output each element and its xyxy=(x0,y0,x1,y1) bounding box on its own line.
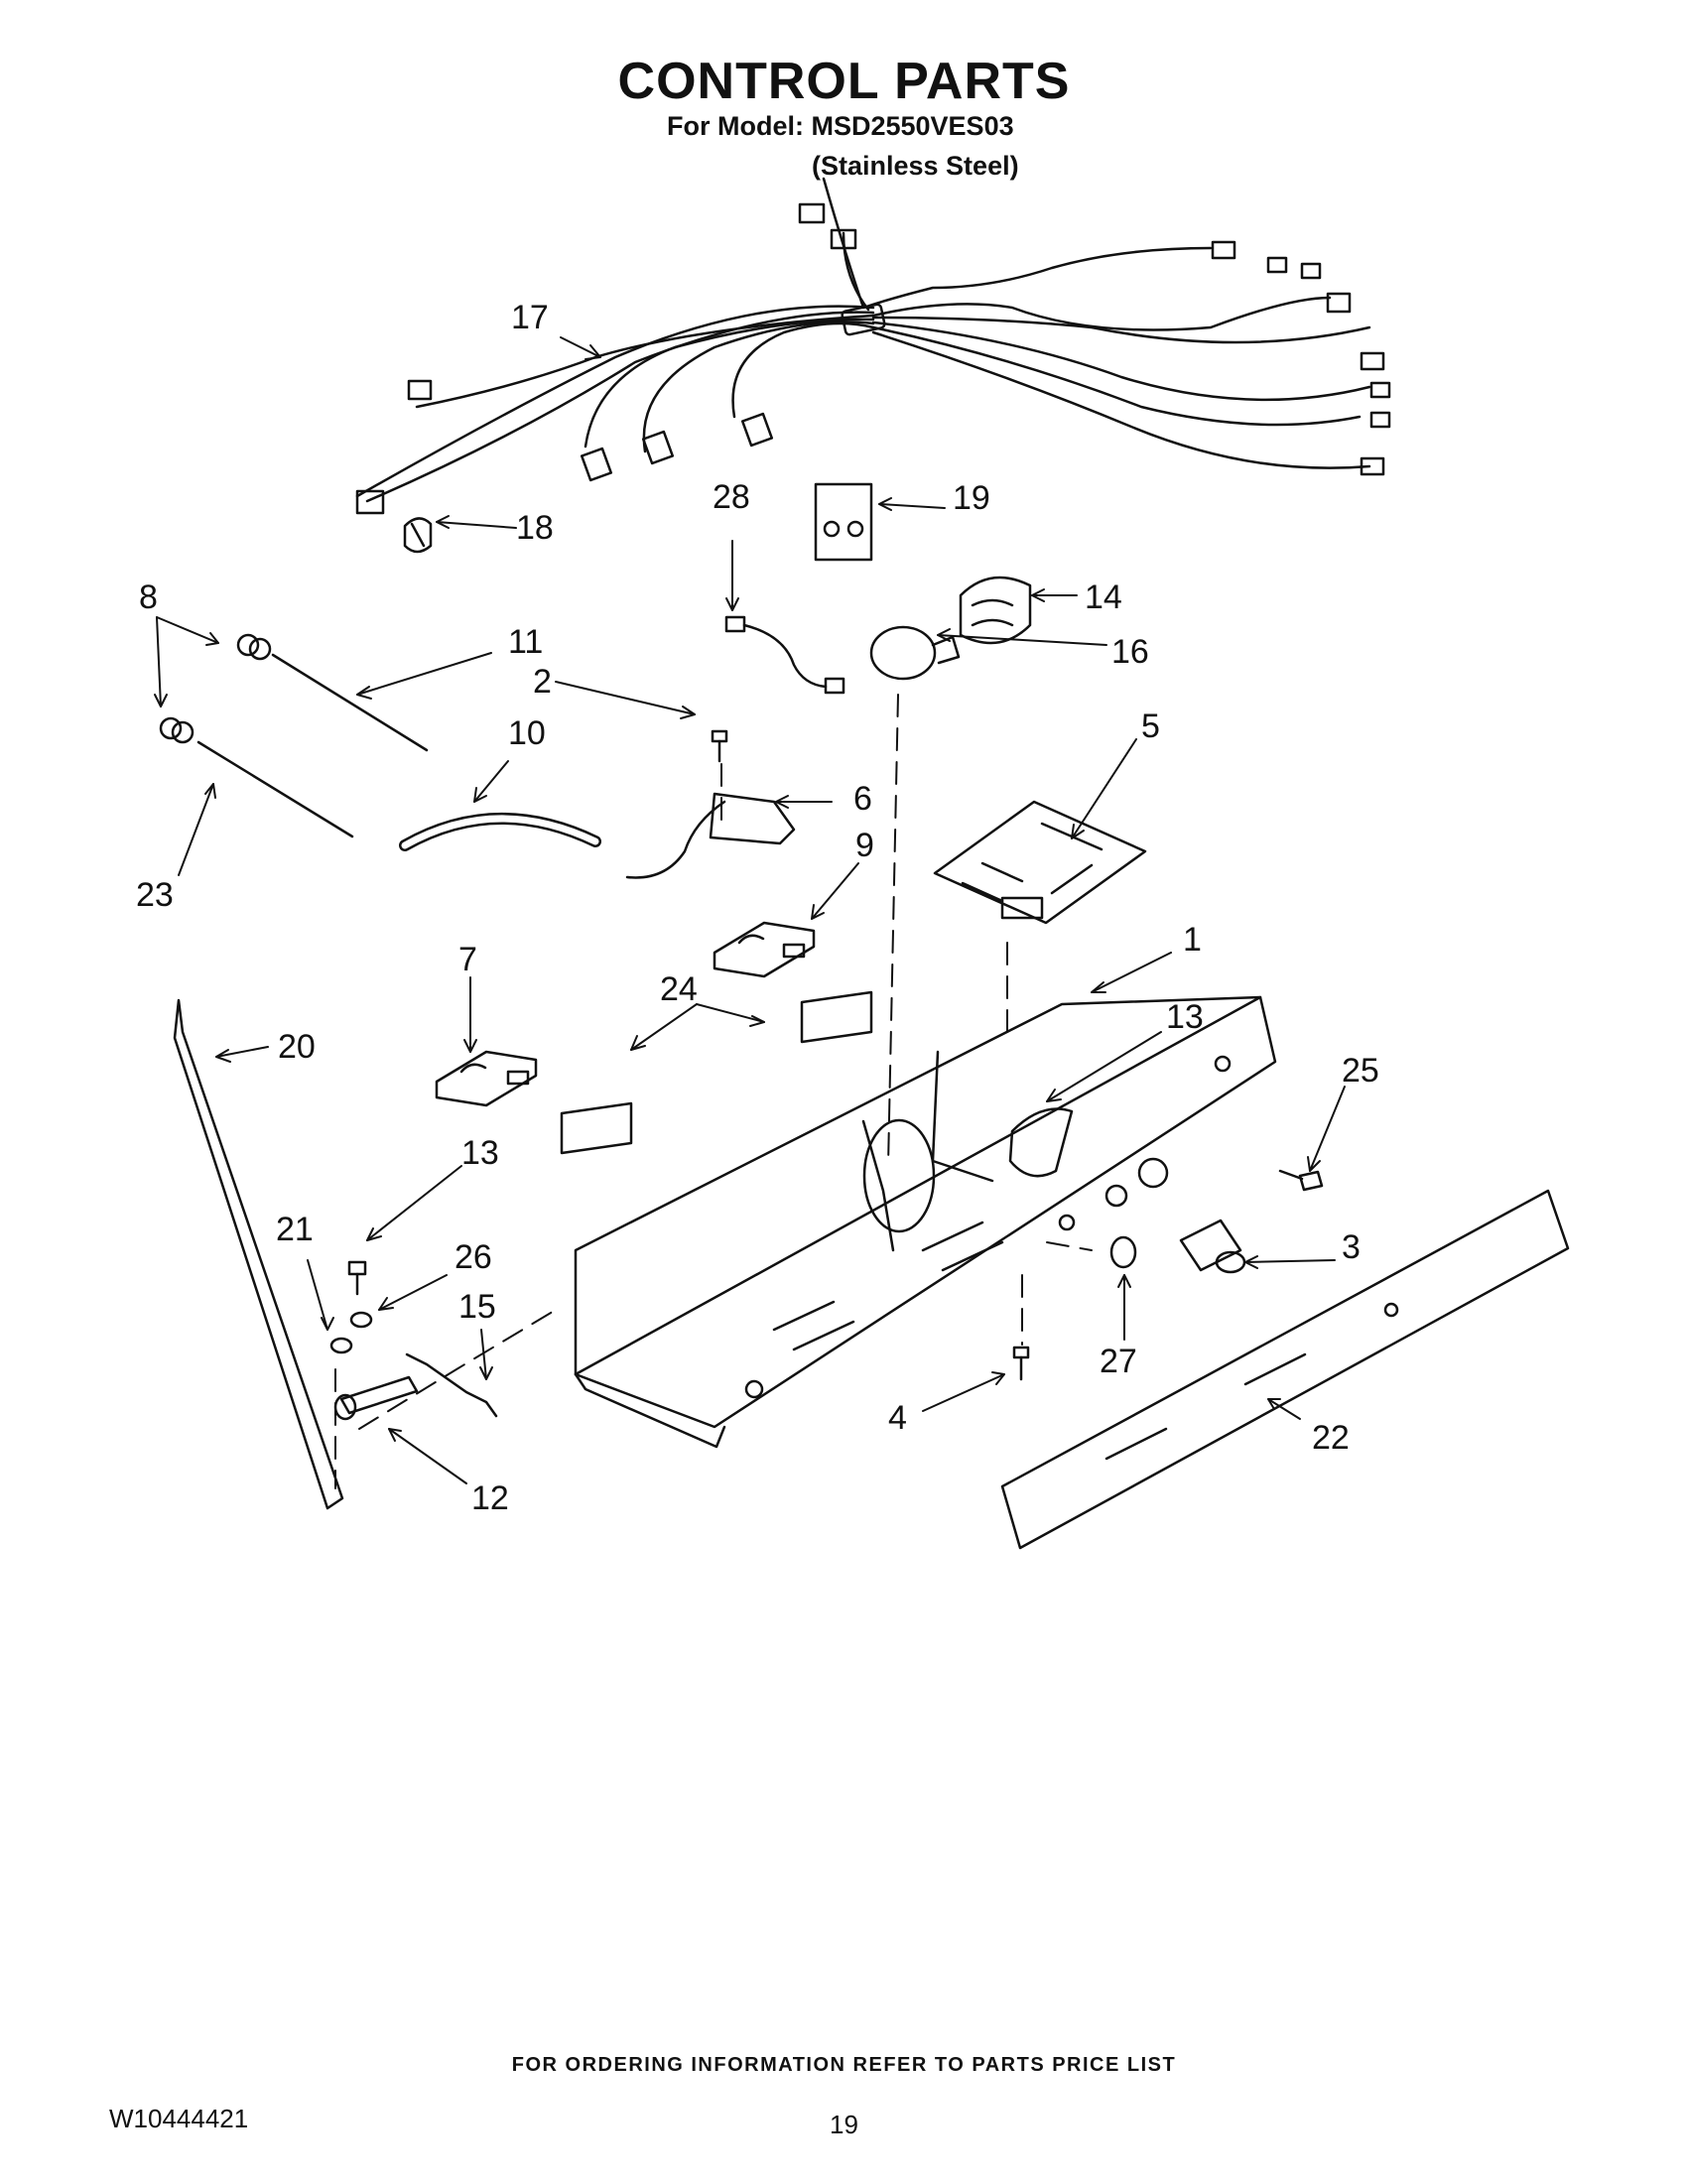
callout-26: 26 xyxy=(454,1238,492,1276)
thermistor-bracket xyxy=(625,792,796,879)
callout-16: 16 xyxy=(1111,633,1149,671)
label-24-right xyxy=(800,990,873,1044)
callout-20: 20 xyxy=(278,1028,316,1066)
bracket-7 xyxy=(435,1050,538,1107)
finish-line: (Stainless Steel) xyxy=(812,151,1019,181)
hinge-bracket xyxy=(333,1375,419,1421)
callout-17: 17 xyxy=(511,299,549,336)
callout-24: 24 xyxy=(660,970,698,1008)
callout-leaders xyxy=(154,336,1346,1484)
callout-2: 2 xyxy=(533,663,552,701)
callout-28: 28 xyxy=(713,478,750,516)
callout-11: 11 xyxy=(508,623,544,661)
model-line: For Model: MSD2550VES03 xyxy=(667,111,1014,141)
light-switch xyxy=(1179,1219,1246,1274)
callout-10: 10 xyxy=(508,714,546,752)
screw-25 xyxy=(1278,1169,1324,1192)
bracket-9 xyxy=(713,921,816,978)
callout-25: 25 xyxy=(1342,1052,1379,1090)
callout-7: 7 xyxy=(458,941,477,978)
ordering-note: FOR ORDERING INFORMATION REFER TO PARTS … xyxy=(511,2054,1177,2076)
callout-19: 19 xyxy=(953,479,990,517)
callout-6: 6 xyxy=(853,780,872,818)
switch-button xyxy=(1109,1235,1137,1269)
control-board xyxy=(933,800,1147,925)
washer-21 xyxy=(329,1337,353,1354)
callout-15: 15 xyxy=(458,1288,496,1326)
wire-clip xyxy=(403,517,433,554)
control-housing xyxy=(574,995,1277,1449)
callout-12: 12 xyxy=(471,1479,509,1517)
callout-13-lower: 13 xyxy=(461,1134,499,1172)
callout-22: 22 xyxy=(1312,1419,1350,1457)
tube-nut xyxy=(159,633,272,744)
page-number: 19 xyxy=(830,2110,858,2139)
light-socket xyxy=(959,576,1032,645)
washer-26 xyxy=(349,1311,373,1329)
screw-4 xyxy=(1012,1346,1030,1381)
callout-14: 14 xyxy=(1085,578,1122,616)
capillary-tube-upper xyxy=(271,653,429,752)
wire-harness xyxy=(355,177,1391,515)
callout-3: 3 xyxy=(1342,1228,1361,1266)
wire-jumper xyxy=(724,615,845,695)
foam-block xyxy=(814,482,873,562)
screw-2 xyxy=(711,729,728,763)
capillary-tube-lower xyxy=(196,740,354,838)
control-panel-strip xyxy=(1000,1189,1570,1550)
trim-strip xyxy=(173,998,344,1510)
assembly-guidelines xyxy=(334,694,1093,1489)
callout-9: 9 xyxy=(855,827,874,864)
spring-15 xyxy=(405,1352,498,1418)
callout-27: 27 xyxy=(1100,1343,1137,1380)
light-bulb xyxy=(869,625,961,681)
page-title: CONTROL PARTS xyxy=(617,53,1071,110)
callout-21: 21 xyxy=(276,1211,314,1248)
callout-5: 5 xyxy=(1141,707,1160,745)
label-24-left xyxy=(560,1101,633,1155)
screw-13-lower xyxy=(347,1260,367,1296)
callout-1: 1 xyxy=(1183,921,1202,959)
callout-13-upper: 13 xyxy=(1166,998,1204,1036)
callout-18: 18 xyxy=(516,509,554,547)
callout-4: 4 xyxy=(888,1399,907,1437)
callout-23: 23 xyxy=(136,876,174,914)
callout-8: 8 xyxy=(139,578,158,616)
document-number: W10444421 xyxy=(109,2104,249,2133)
